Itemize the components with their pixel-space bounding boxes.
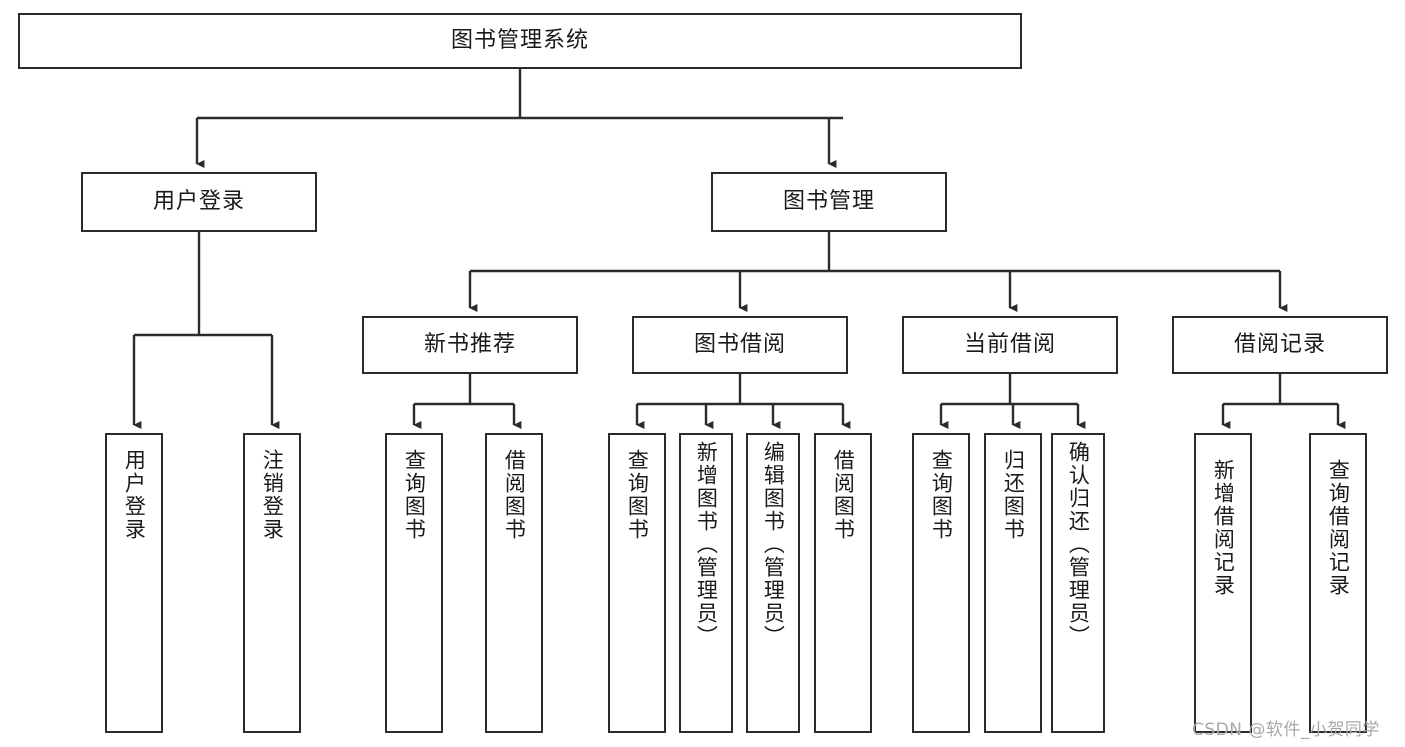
node-book-manage-label: 图书管理 — [782, 189, 875, 215]
node-borrow-record-label: 借阅记录 — [1233, 332, 1326, 358]
node-leaf-confirm-return[interactable]: 确认归还（管理员） — [1051, 433, 1105, 733]
node-leaf-query-book-1[interactable]: 查询图书 — [385, 433, 443, 733]
node-borrow-record[interactable]: 借阅记录 — [1172, 316, 1388, 374]
node-current-borrow[interactable]: 当前借阅 — [902, 316, 1118, 374]
node-leaf-logout[interactable]: 注销登录 — [243, 433, 301, 733]
node-leaf-return-book[interactable]: 归还图书 — [984, 433, 1042, 733]
node-leaf-confirm-return-label: 确认归还（管理员） — [1066, 441, 1091, 648]
node-leaf-user-login-label: 用户登录 — [122, 449, 147, 541]
node-leaf-borrow-book-2[interactable]: 借阅图书 — [814, 433, 872, 733]
node-new-book-recommend[interactable]: 新书推荐 — [362, 316, 578, 374]
node-leaf-add-record-label: 新增借阅记录 — [1211, 459, 1236, 597]
edge-borrowrecord-to-leaves — [1221, 374, 1346, 429]
edge-currentborrow-to-leaves — [939, 374, 1086, 429]
node-leaf-query-book-2[interactable]: 查询图书 — [608, 433, 666, 733]
edge-bookborrow-to-leaves — [635, 374, 851, 429]
node-book-manage[interactable]: 图书管理 — [711, 172, 947, 232]
node-leaf-borrow-book-1-label: 借阅图书 — [502, 449, 527, 541]
node-leaf-query-record[interactable]: 查询借阅记录 — [1309, 433, 1367, 733]
node-leaf-add-book[interactable]: 新增图书（管理员） — [679, 433, 733, 733]
node-leaf-edit-book-label: 编辑图书（管理员） — [761, 441, 786, 648]
node-book-borrow-label: 图书借阅 — [693, 332, 786, 358]
node-leaf-query-book-2-label: 查询图书 — [625, 449, 650, 541]
node-leaf-edit-book[interactable]: 编辑图书（管理员） — [746, 433, 800, 733]
node-leaf-query-book-3[interactable]: 查询图书 — [912, 433, 970, 733]
node-leaf-add-book-label: 新增图书（管理员） — [694, 441, 719, 648]
edge-bookmanage-to-level3 — [468, 232, 1288, 312]
node-leaf-user-login[interactable]: 用户登录 — [105, 433, 163, 733]
node-root-label: 图书管理系统 — [450, 28, 589, 54]
node-leaf-query-book-3-label: 查询图书 — [929, 449, 954, 541]
node-new-book-recommend-label: 新书推荐 — [423, 332, 516, 358]
node-leaf-logout-label: 注销登录 — [260, 449, 285, 541]
node-leaf-query-record-label: 查询借阅记录 — [1326, 459, 1351, 597]
node-user-login[interactable]: 用户登录 — [81, 172, 317, 232]
edge-userlogin-to-leaves — [132, 232, 280, 429]
node-current-borrow-label: 当前借阅 — [963, 332, 1056, 358]
node-user-login-label: 用户登录 — [152, 189, 245, 215]
node-leaf-add-record[interactable]: 新增借阅记录 — [1194, 433, 1252, 733]
node-leaf-return-book-label: 归还图书 — [1001, 449, 1026, 541]
edge-root-to-level2 — [195, 69, 843, 168]
node-leaf-borrow-book-2-label: 借阅图书 — [831, 449, 856, 541]
node-leaf-query-book-1-label: 查询图书 — [402, 449, 427, 541]
node-book-borrow[interactable]: 图书借阅 — [632, 316, 848, 374]
edge-newbook-to-leaves — [412, 374, 522, 429]
node-root[interactable]: 图书管理系统 — [18, 13, 1022, 69]
node-leaf-borrow-book-1[interactable]: 借阅图书 — [485, 433, 543, 733]
